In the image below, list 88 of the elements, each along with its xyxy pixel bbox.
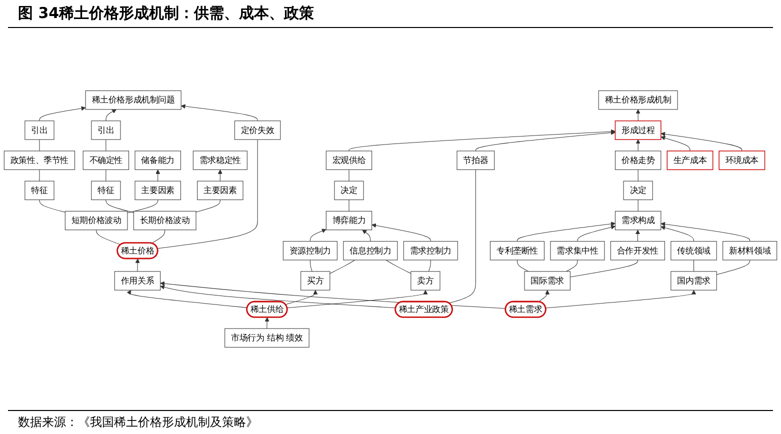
connector (348, 200, 350, 212)
node-box: 博弈能力 (326, 210, 372, 230)
node-box: 特征 (24, 180, 54, 200)
arrow (310, 228, 326, 242)
connector (428, 260, 431, 272)
arrow (538, 290, 550, 302)
arrow (285, 290, 318, 305)
arrow (636, 109, 640, 122)
node-box: 国内需求 (670, 271, 717, 290)
arrow (545, 290, 696, 308)
node-box: 宏观供给 (326, 150, 372, 170)
connector (310, 260, 312, 272)
connector (96, 230, 121, 245)
node-box: 国际需求 (524, 271, 570, 290)
node-box: 定价失效 (234, 120, 281, 140)
node-box: 引出 (91, 120, 121, 140)
node-box: 环境成本 (718, 150, 766, 170)
node-box: 卖方 (410, 271, 440, 290)
arrow (660, 222, 750, 242)
node-box: 长期价格波动 (133, 210, 196, 230)
node-box: 市场行为 结构 绩效 (224, 328, 310, 348)
connector (348, 169, 350, 182)
arrow (39, 106, 86, 122)
node-box: 稀土价格形成机制问题 (85, 90, 182, 110)
node-box: 决定 (623, 180, 653, 200)
arrow (660, 132, 742, 152)
arrow (264, 317, 270, 329)
connector (39, 200, 66, 213)
connector (570, 260, 638, 278)
node-box: 储备能力 (134, 150, 181, 170)
connector (196, 200, 220, 212)
node-box: 节拍器 (456, 150, 495, 170)
connector (151, 230, 166, 244)
node-box: 决定 (334, 180, 364, 200)
node-box: 需求集中性 (550, 241, 605, 260)
arrow (156, 169, 160, 182)
node-box: 特征 (91, 180, 121, 200)
arrow (160, 285, 396, 308)
arrow (372, 223, 431, 242)
connector (516, 260, 529, 272)
arrow (660, 226, 694, 242)
arrow (577, 225, 616, 242)
arrow (286, 290, 428, 308)
node-box: 传统领域 (670, 241, 717, 260)
arrow (218, 169, 222, 182)
connector (386, 260, 412, 274)
arrow (348, 129, 616, 152)
node-box: 形成过程 (614, 120, 662, 140)
connector (448, 169, 476, 304)
node-box: 需求稳定性 (192, 150, 248, 170)
node-box: 主要因素 (134, 180, 181, 200)
node-box: 主要因素 (197, 180, 244, 200)
arrow (106, 109, 117, 122)
arrow (362, 230, 371, 242)
node-box: 合作开发性 (610, 241, 665, 260)
arrow (635, 230, 640, 242)
node-box: 需求构成 (614, 210, 662, 230)
node-box: 买方 (300, 271, 330, 290)
connector (39, 139, 40, 152)
connector (716, 260, 750, 275)
node-box: 作用关系 (114, 271, 161, 290)
connector (330, 260, 356, 274)
arrow (660, 136, 690, 152)
arrow (636, 139, 640, 152)
node-box: 稀土价格形成机制 (598, 90, 678, 110)
connector (39, 169, 40, 182)
arrow (126, 290, 248, 308)
node-box: 价格走势 (614, 150, 662, 170)
node-box: 资源控制力 (282, 241, 338, 260)
node-box: 政策性、季节性 (4, 150, 76, 170)
arrow (135, 258, 140, 272)
node-box: 生产成本 (666, 150, 714, 170)
figure-title: 图 34稀土价格形成机制：供需、成本、政策 (8, 0, 773, 28)
node-box: 新材料领域 (722, 241, 778, 260)
arrow (475, 130, 616, 152)
connector (127, 200, 158, 214)
connector (157, 139, 258, 249)
connector (566, 260, 578, 272)
source-caption: 数据来源：《我国稀土价格形成机制及策略》 (8, 410, 773, 434)
node-box: 不确定性 (82, 150, 130, 170)
node-box: 引出 (24, 120, 54, 140)
arrow (180, 104, 258, 122)
arrow (516, 222, 616, 242)
node-box: 需求控制力 (403, 241, 458, 260)
node-box: 信息控制力 (343, 241, 398, 260)
node-box: 短期价格波动 (64, 210, 128, 230)
node-box: 专利垄断性 (490, 241, 544, 260)
connector (106, 200, 134, 213)
